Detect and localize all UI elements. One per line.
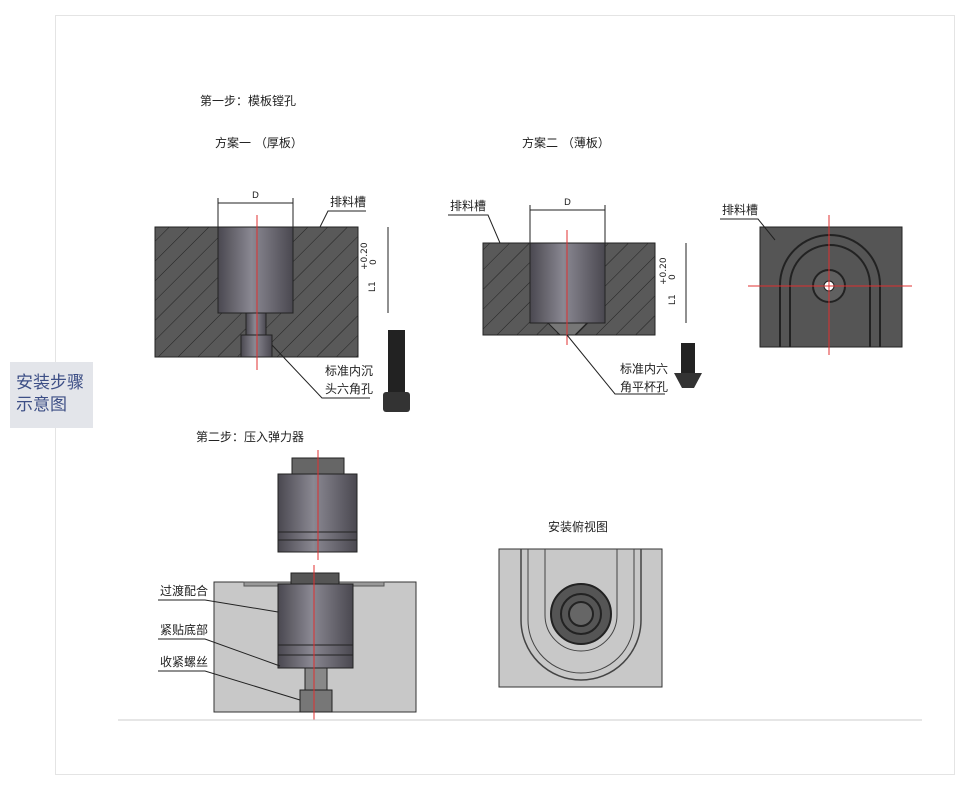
- label-flush-bottom: 紧贴底部: [160, 622, 208, 637]
- spring-device-exploded: [277, 450, 358, 560]
- plan2-tol-lower: 0: [668, 274, 678, 280]
- plan1-tol-lower: 0: [369, 259, 379, 265]
- plan1-hole-line2: 头六角孔: [325, 382, 373, 396]
- plan1-slot-label: 排料槽: [330, 195, 366, 209]
- install-top-view: [498, 548, 663, 688]
- step2-title: 第二步：压入弹力器: [196, 430, 304, 444]
- plan1-tol-upper: +0.20: [360, 242, 370, 270]
- topview-slot-label: 排料槽: [722, 203, 758, 217]
- plan1-dim-l1: L1: [368, 281, 378, 292]
- plan2-hole-line2: 角平杯孔: [620, 380, 668, 394]
- plan2-slot-label: 排料槽: [450, 199, 486, 213]
- plan2-title: 方案二 （薄板）: [522, 135, 610, 150]
- label-tighten-screw: 收紧螺丝: [160, 655, 208, 669]
- step1-title: 第一步：模板镗孔: [200, 94, 296, 108]
- plan1-dim-d: D: [252, 191, 259, 201]
- plan2-dim-l1: L1: [668, 294, 678, 305]
- plan2-tol-upper: +0.20: [659, 257, 669, 285]
- install-top-view-title: 安装俯视图: [548, 519, 608, 534]
- plan1-hole-line1: 标准内沉: [325, 364, 373, 378]
- label-transition-fit: 过渡配合: [160, 583, 208, 598]
- plan2-section-view: D L1 +0.20 0 排料槽 标准内六 角平杯孔: [448, 198, 702, 395]
- section-label-line2: 示意图: [16, 395, 67, 415]
- plan-top-view: 排料槽: [720, 203, 912, 355]
- section-label: 安装步骤 示意图: [10, 362, 93, 428]
- spring-device-installed: 过渡配合 紧贴底部 收紧螺丝: [158, 565, 417, 720]
- plan2-dim-d: D: [564, 198, 571, 208]
- plan1-title: 方案一 （厚板）: [215, 135, 303, 150]
- socket-head-screw-icon: [383, 330, 410, 412]
- section-label-line1: 安装步骤: [16, 373, 84, 393]
- plan1-section-view: D L1 +0.20 0 排料槽 标准内沉 头六角孔: [154, 191, 410, 412]
- plan2-hole-line1: 标准内六: [620, 362, 668, 376]
- flat-head-screw-icon: [674, 343, 702, 388]
